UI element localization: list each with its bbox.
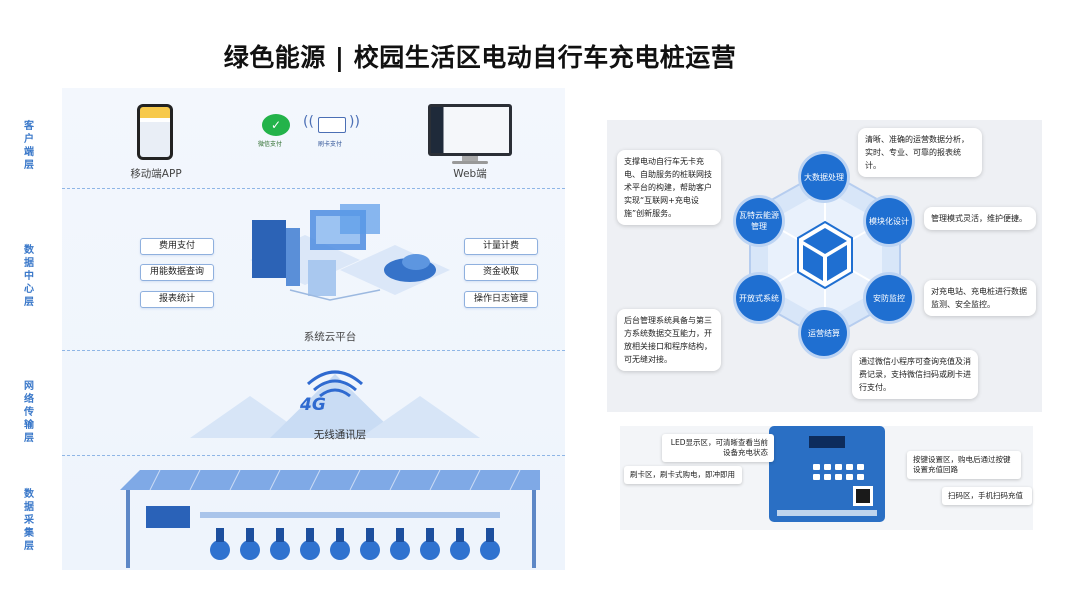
callout-platform: 支撑电动自行车无卡充电、自助服务的桩联网技术平台的构建，帮助客户实现“互联网+充… xyxy=(617,150,721,225)
callout-modular: 管理模式灵活，维护便捷。 xyxy=(924,207,1036,230)
page-title: 绿色能源 | 校园生活区电动自行车充电桩运营 xyxy=(223,43,737,72)
4g-badge: 4G xyxy=(300,395,326,415)
layer-label-network: 网络传输层 xyxy=(24,381,34,444)
mobile-phone-icon xyxy=(137,104,173,160)
network-caption: 无线通讯层 xyxy=(313,429,367,441)
callout-security: 对充电站、充电桩进行数据监测、安全监控。 xyxy=(924,280,1036,316)
callout-settlement: 通过微信小程序可查询充值及消费记录，支持微信扫码或刷卡进行支付。 xyxy=(852,350,978,399)
layer-divider xyxy=(62,455,565,456)
signal-wave-icon: )) xyxy=(349,114,360,130)
monitor-icon xyxy=(428,104,512,156)
device-label-keypad: 按键设置区，购电后通过按键设置充值回路 xyxy=(907,451,1021,479)
card-reader-icon xyxy=(318,117,346,133)
node-modular-design: 模块化设计 xyxy=(866,198,912,244)
signal-wave-icon: (( xyxy=(303,114,314,130)
layer-label-client: 客户端层 xyxy=(24,121,34,171)
charging-shed-illustration xyxy=(120,469,540,568)
layer-label-datacenter: 数据中心层 xyxy=(24,245,34,308)
tag-operation-log: 操作日志管理 xyxy=(464,291,538,308)
node-operation-settlement: 运营结算 xyxy=(801,310,847,356)
device-label-led: LED显示区，可清晰查看当前设备充电状态 xyxy=(662,434,774,462)
node-big-data: 大数据处理 xyxy=(801,154,847,200)
node-open-system: 开放式系统 xyxy=(736,275,782,321)
callout-big-data: 清晰、准确的运营数据分析，实时、专业、可靠的报表统计。 xyxy=(858,128,982,177)
layer-divider xyxy=(62,188,565,189)
wechat-pay-icon: ✓ xyxy=(262,114,290,136)
tag-metering-billing: 计量计费 xyxy=(464,238,538,255)
monitor-stand xyxy=(462,156,478,162)
device-label-qr: 扫码区，手机扫码充值 xyxy=(942,487,1032,505)
node-energy-management: 瓦特云能源管理 xyxy=(736,198,782,244)
layer-divider xyxy=(62,350,565,351)
monitor-base xyxy=(452,161,488,164)
cloud-platform-illustration xyxy=(250,204,450,301)
mobile-caption: 移动端APP xyxy=(130,168,182,180)
tag-fee-payment: 费用支付 xyxy=(140,238,214,255)
network-arrows-illustration xyxy=(190,370,480,438)
tag-report-stats: 报表统计 xyxy=(140,291,214,308)
tag-energy-query: 用能数据查询 xyxy=(140,264,214,281)
node-security-monitoring: 安防监控 xyxy=(866,275,912,321)
callout-open-system: 后台管理系统具备与第三方系统数据交互能力，开放相关接口和程序结构，可无缝对接。 xyxy=(617,309,721,371)
cloud-platform-caption: 系统云平台 xyxy=(303,331,357,343)
layer-label-collection: 数据采集层 xyxy=(24,489,34,552)
web-caption: Web端 xyxy=(453,168,487,180)
device-label-card: 刷卡区，刷卡式购电，即冲即用 xyxy=(624,466,742,484)
wechat-pay-label: 微信支付 xyxy=(258,141,283,148)
tag-fund-collection: 资金收取 xyxy=(464,264,538,281)
device-face-illustration xyxy=(777,436,877,516)
card-pay-label: 刷卡支付 xyxy=(318,141,343,148)
